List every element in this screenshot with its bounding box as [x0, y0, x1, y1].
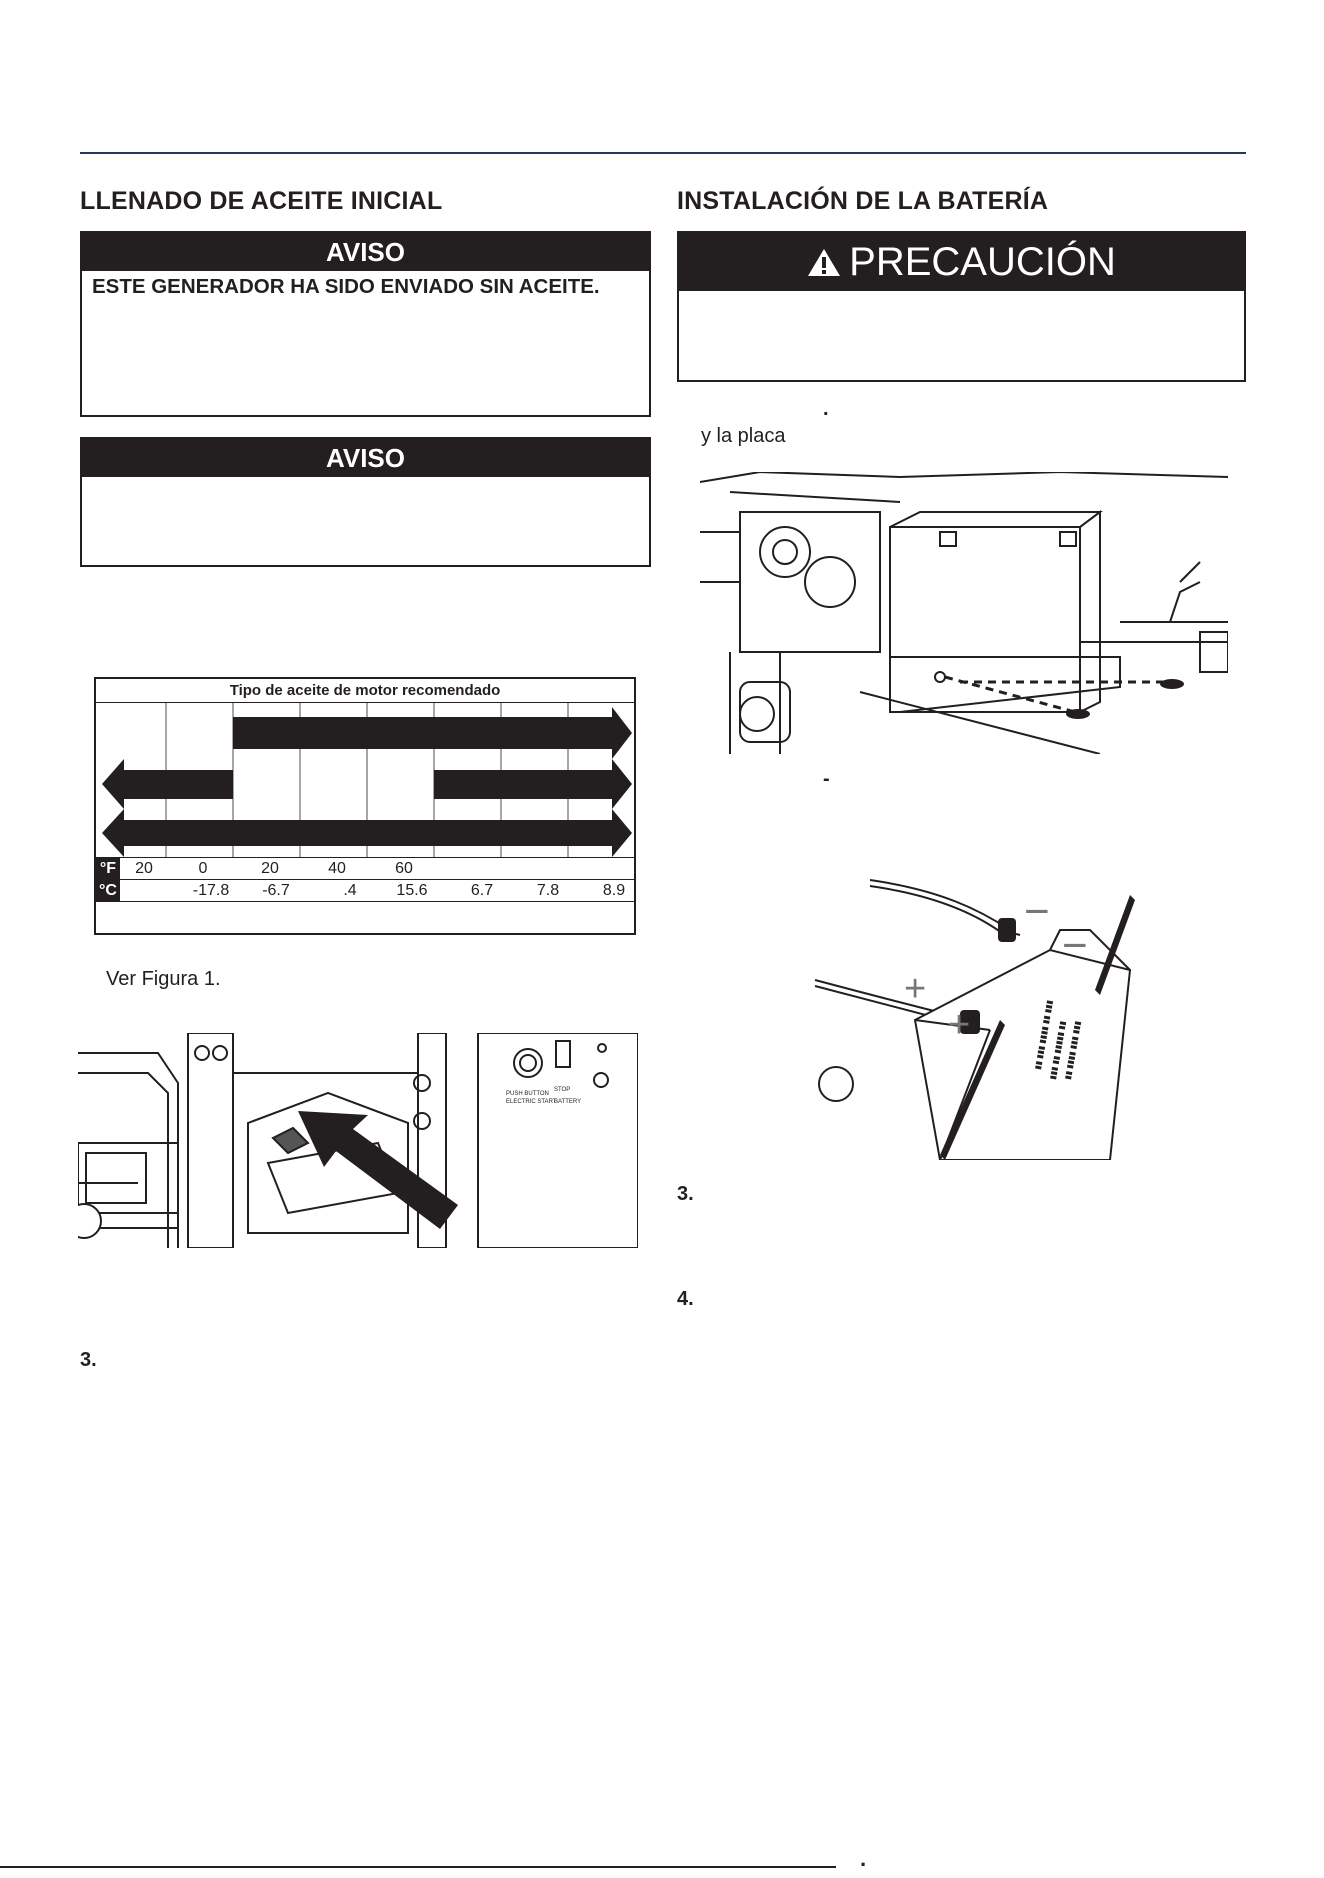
step-number-3: 3. [80, 1349, 97, 1371]
oil-fill-arrow-icon [298, 1111, 458, 1229]
figure-callout [78, 1203, 102, 1239]
caution-heading-text: PRECAUCIÓN [849, 239, 1116, 284]
plate-text: y la placa [701, 425, 786, 447]
notice-box-no-oil: AVISO ESTE GENERADOR HA SIDO ENVIADO SIN… [80, 231, 651, 417]
oil-range-arrow-right [434, 759, 632, 809]
step-number-3: 3. [677, 1183, 694, 1205]
oil-fill-section-title: LLENADO DE ACEITE INICIAL [80, 187, 443, 215]
step-number-4: 4. [677, 1288, 694, 1310]
oil-type-chart: Tipo de aceite de motor recomendado °F 2… [94, 677, 636, 935]
oil-range-arrow-top [233, 707, 632, 759]
chart-title: Tipo de aceite de motor recomendado [96, 679, 634, 703]
notice-heading: AVISO [82, 439, 649, 477]
figure-callout [818, 1066, 854, 1102]
notice-box-second: AVISO [80, 437, 651, 567]
battery-plus-sign: + [948, 1004, 971, 1046]
warning-triangle-icon [808, 249, 841, 276]
negative-terminal-minus-sign: − [1024, 887, 1050, 936]
dot-mark: . [823, 398, 829, 420]
notice-text-no-oil: ESTE GENERADOR HA SIDO ENVIADO SIN ACEIT… [92, 275, 600, 298]
fahrenheit-tick: 20 [261, 860, 279, 877]
oil-range-arrow-left [102, 759, 233, 809]
celsius-tick: 15.6 [396, 882, 428, 899]
fahrenheit-label: °F [96, 858, 120, 879]
battery-cable-figure: ▮▮ ▮▮▮ ▮▮▮▮ ▮▮ ▮▮▮ ▮▮▮ ▮▮ ▮▮▮▮▮ ▮▮ ▮▮ ▮▮… [800, 870, 1180, 1160]
battery-cable-illustration: ▮▮ ▮▮▮ ▮▮▮▮ ▮▮ ▮▮▮ ▮▮▮ ▮▮ ▮▮▮▮▮ ▮▮ ▮▮ ▮▮… [814, 879, 1135, 1160]
battery-minus-sign: − [1062, 921, 1088, 970]
celsius-tick: -17.8 [192, 882, 230, 899]
svg-text:STOP: STOP [554, 1087, 570, 1093]
caution-box: PRECAUCIÓN [677, 231, 1246, 382]
celsius-tick: 7.8 [536, 882, 560, 899]
positive-cable-plus-sign: + [904, 968, 927, 1010]
footer-rule [0, 1866, 836, 1868]
fahrenheit-tick: 0 [198, 860, 208, 877]
chart-bottom-rule [96, 901, 634, 902]
celsius-row: °C -17.8 -6.7 .4 15.6 6.7 7.8 8.9 [96, 879, 634, 901]
oil-range-arrows [102, 703, 632, 857]
figure-callout [739, 696, 775, 732]
footer-mark: · [860, 1852, 868, 1877]
celsius-tick: .4 [343, 882, 357, 899]
see-figure-text: Ver Figura 1. [106, 968, 221, 990]
battery-section-title: INSTALACIÓN DE LA BATERÍA [677, 187, 1049, 215]
celsius-label: °C [96, 880, 120, 901]
generator-oil-fill-illustration: PUSH BUTTON ELECTRIC START STOP BATTERY [78, 1033, 638, 1248]
fahrenheit-row: °F 20 0 20 40 60 [96, 857, 634, 879]
fahrenheit-tick: 60 [395, 860, 413, 877]
svg-text:BATTERY: BATTERY [554, 1099, 581, 1105]
fahrenheit-tick: 20 [135, 860, 153, 877]
battery-tray-figure [700, 472, 1228, 754]
celsius-tick: -6.7 [262, 882, 290, 899]
celsius-tick: 6.7 [470, 882, 494, 899]
svg-text:PUSH BUTTON: PUSH BUTTON [506, 1091, 549, 1097]
dash-mark: - [823, 768, 830, 790]
celsius-tick: 8.9 [602, 882, 626, 899]
oil-range-arrow-full [102, 809, 632, 857]
top-rule [80, 152, 1246, 154]
caution-heading: PRECAUCIÓN [679, 233, 1244, 291]
svg-text:ELECTRIC START: ELECTRIC START [506, 1099, 557, 1105]
fahrenheit-tick: 40 [328, 860, 346, 877]
notice-heading: AVISO [82, 233, 649, 271]
oil-fill-figure: PUSH BUTTON ELECTRIC START STOP BATTERY [78, 1033, 638, 1248]
battery-tray-illustration [700, 472, 1228, 754]
